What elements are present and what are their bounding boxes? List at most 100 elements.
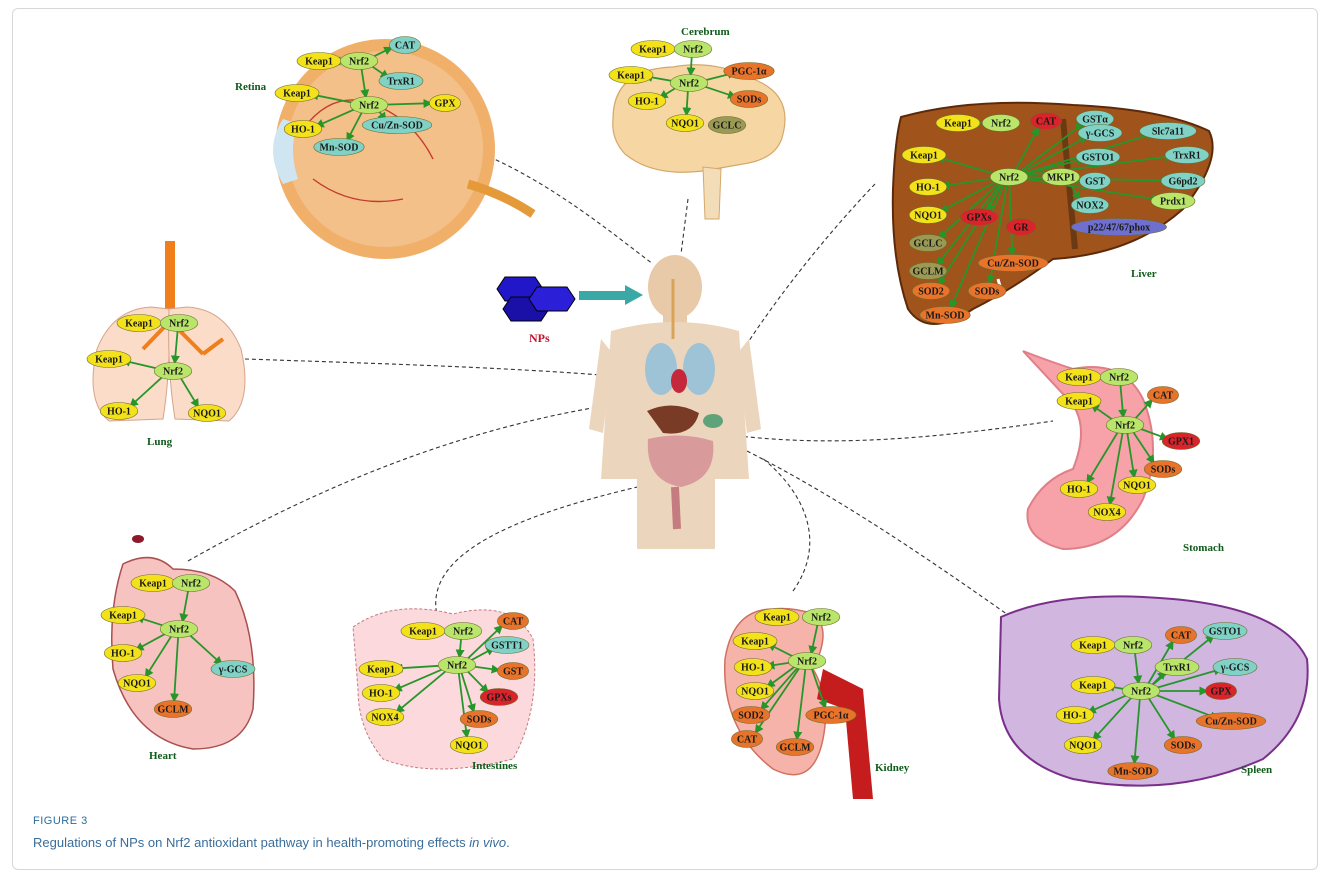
pathway-node: TrxR1: [379, 73, 423, 90]
pathway-node: GST: [1079, 173, 1110, 190]
pathway-node-label: GPX1: [1168, 437, 1194, 448]
pathway-node-label: GCLM: [779, 743, 811, 754]
nrf2-organ-diagram: NPs: [13, 9, 1318, 809]
pathway-node-label: SODs: [1171, 741, 1196, 752]
pathway-node-label: Keap1: [109, 611, 137, 622]
pathway-node-label: Nrf2: [163, 367, 183, 378]
pathway-node-label: CAT: [1036, 117, 1057, 128]
pathway-node-label: γ-GCS: [1220, 663, 1250, 674]
pathway-node: HO-1: [104, 645, 142, 662]
pathway-node-label: Mn-SOD: [320, 143, 359, 154]
pathway-node-label: CAT: [395, 41, 416, 52]
pathway-node-label: NQO1: [1123, 481, 1151, 492]
pathway-node: Nrf2: [444, 623, 482, 640]
pathway-node-label: GSTO1: [1209, 627, 1242, 638]
pathway-node: Mn-SOD: [314, 139, 364, 156]
pathway-node-label: NQO1: [1069, 741, 1097, 752]
pathway-node-label: Nrf2: [1131, 687, 1151, 698]
pathway-node: Nrf2: [1122, 683, 1160, 700]
pathway-node: SOD2: [732, 707, 770, 724]
pathway-node: Keap1: [609, 67, 653, 84]
pathway-node: CAT: [389, 37, 420, 54]
pathway-node-label: GSTT1: [491, 641, 523, 652]
pathway-node-label: Keap1: [139, 579, 167, 590]
pathway-node: NQO1: [909, 207, 947, 224]
pathway-node: CAT: [1147, 387, 1178, 404]
pathway-node-label: SODs: [737, 95, 762, 106]
pathway-node: GSTT1: [485, 637, 529, 654]
pathway-node: SODs: [1144, 461, 1182, 478]
pathway-node-label: Keap1: [95, 355, 123, 366]
organ-label-kidney: Kidney: [875, 762, 910, 774]
pathway-node-label: Nrf2: [453, 627, 473, 638]
pathway-node-label: Keap1: [1079, 681, 1107, 692]
pathway-node: SODs: [968, 283, 1006, 300]
pathway-node-label: Nrf2: [447, 661, 467, 672]
pathway-node: Nrf2: [1106, 417, 1144, 434]
pathway-node: Nrf2: [350, 97, 388, 114]
pathway-node-label: Nrf2: [1115, 421, 1135, 432]
pathway-node-label: HO-1: [291, 125, 315, 136]
pathway-node: Keap1: [1057, 393, 1101, 410]
pathway-node-label: Nrf2: [991, 119, 1011, 130]
pathway-node: GCLM: [776, 739, 814, 756]
pathway-node-label: Nrf2: [679, 79, 699, 90]
pathway-node: HO-1: [1060, 481, 1098, 498]
pathway-node-label: Slc7a11: [1152, 127, 1184, 138]
pathway-node-label: CAT: [737, 735, 758, 746]
pathway-node: PGC-1α: [724, 63, 774, 80]
heart-illustration: [112, 535, 254, 749]
pathway-node: SOD2: [912, 283, 950, 300]
pathway-node: Nrf2: [172, 575, 210, 592]
pathway-node: HO-1: [1056, 707, 1094, 724]
pathway-node-label: NQO1: [741, 687, 769, 698]
pathway-node-label: GST: [503, 667, 523, 678]
pathway-node-label: NOX4: [1093, 508, 1120, 519]
pathway-node: GPX1: [1162, 433, 1200, 450]
pathway-node-label: Keap1: [639, 45, 667, 56]
pathway-node: Cu/Zn-SOD: [978, 255, 1048, 272]
pathway-node-label: TrxR1: [1173, 151, 1201, 162]
pathway-node: GCLM: [154, 701, 192, 718]
pathway-node-label: HO-1: [916, 183, 940, 194]
pathway-node: PGC-1α: [806, 707, 856, 724]
pathway-node: SODs: [730, 91, 768, 108]
pathway-node-label: G6pd2: [1169, 177, 1198, 188]
pathway-node-label: Cu/Zn-SOD: [1205, 717, 1257, 728]
connector-retina: [483, 154, 653, 264]
pathway-node-label: Nrf2: [1123, 641, 1143, 652]
pathway-node-label: NQO1: [671, 119, 699, 130]
connector-cerebrum: [681, 199, 688, 254]
pathway-node-label: HO-1: [741, 663, 765, 674]
pathway-node-label: Mn-SOD: [1114, 767, 1153, 778]
pathway-node: Keap1: [755, 609, 799, 626]
organ-label-spleen: Spleen: [1241, 764, 1272, 776]
connector-stomach: [723, 421, 1053, 441]
pathway-node-label: Cu/Zn-SOD: [371, 121, 423, 132]
pathway-node: GPX: [429, 95, 460, 112]
organ-label-liver: Liver: [1131, 268, 1157, 280]
pathway-node-label: Keap1: [741, 637, 769, 648]
pathway-node: GCLC: [909, 235, 947, 252]
pathway-node: CAT: [731, 731, 762, 748]
pathway-node: Keap1: [1071, 677, 1115, 694]
pathway-node: CAT: [497, 613, 528, 630]
pathway-node: SODs: [1164, 737, 1202, 754]
pathway-node-label: Keap1: [944, 119, 972, 130]
pathway-node-label: Nrf2: [1109, 373, 1129, 384]
pathway-node-label: GPXs: [967, 213, 992, 224]
pathway-node: Keap1: [733, 633, 777, 650]
pathway-node: HO-1: [284, 121, 322, 138]
pathway-node: Keap1: [1057, 369, 1101, 386]
pathway-node: Cu/Zn-SOD: [1196, 713, 1266, 730]
pathway-node: γ-GCS: [1078, 125, 1122, 142]
pathway-node: Nrf2: [160, 621, 198, 638]
organ-label-cerebrum: Cerebrum: [681, 26, 730, 38]
pathway-node: Keap1: [101, 607, 145, 624]
pathway-node: NQO1: [1118, 477, 1156, 494]
pathway-node-label: GPX: [1210, 687, 1232, 698]
np-cluster-icon: [497, 277, 575, 321]
pathway-node-label: GSTα: [1082, 115, 1108, 126]
pathway-node: Mn-SOD: [920, 307, 970, 324]
pathway-node-label: NQO1: [123, 679, 151, 690]
